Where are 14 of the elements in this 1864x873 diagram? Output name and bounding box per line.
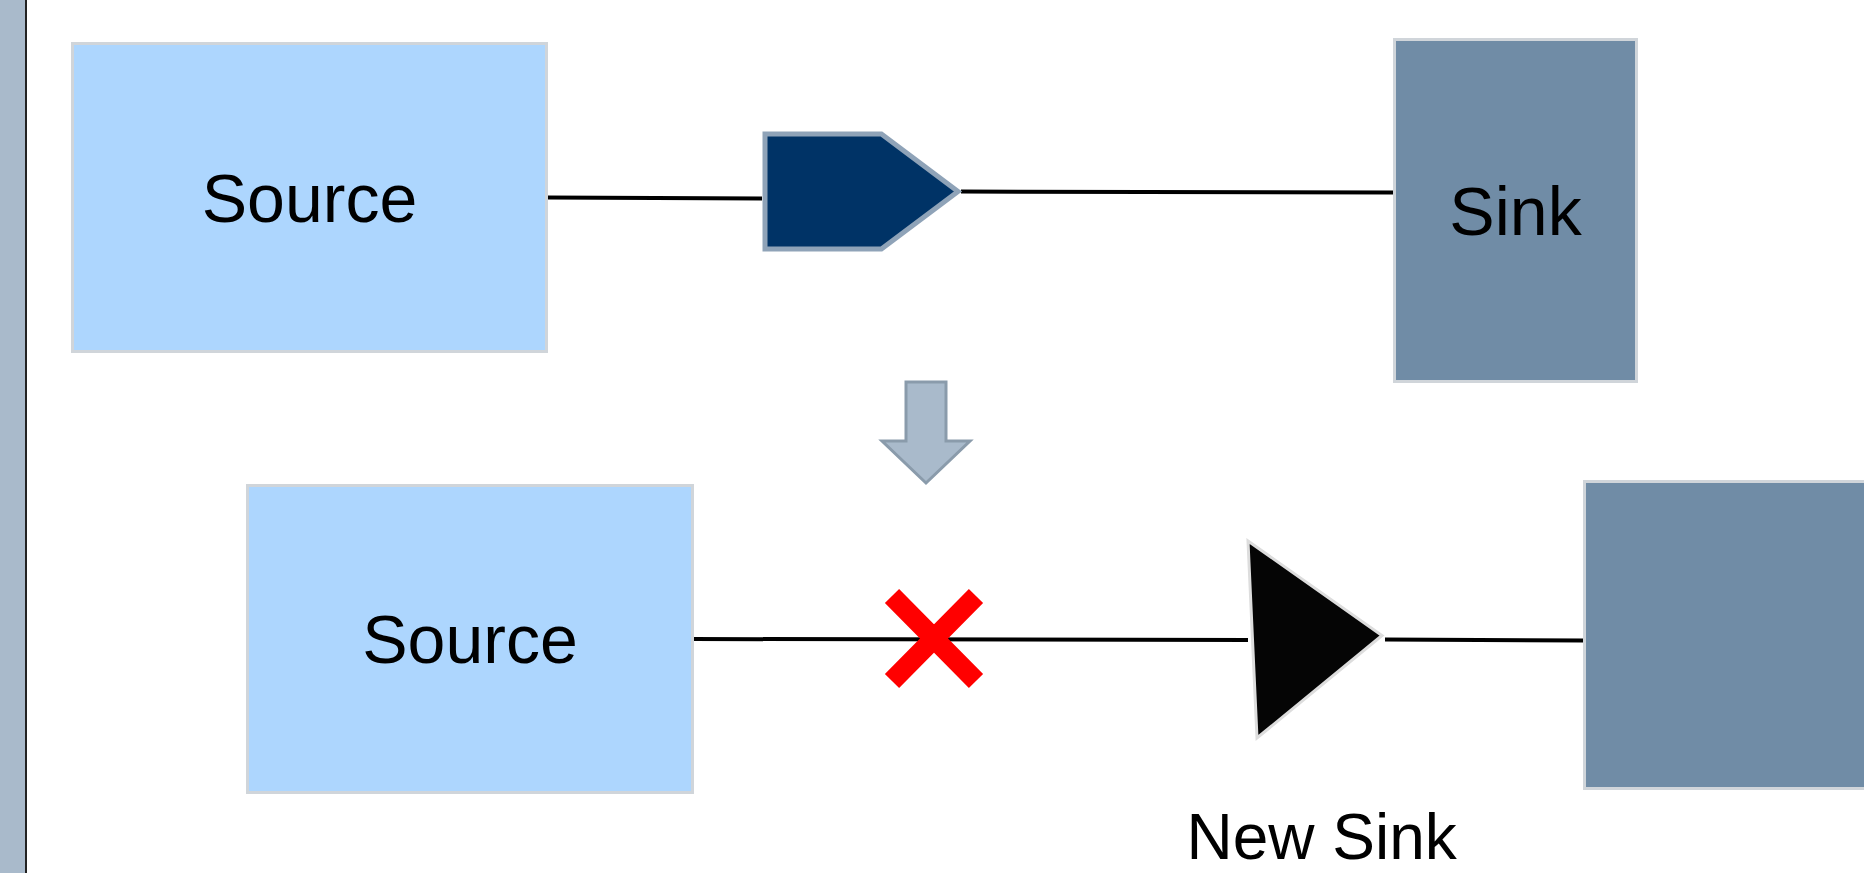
connector-line — [694, 637, 1248, 642]
node-caption: New Sink — [1186, 800, 1457, 873]
connector-line — [548, 195, 762, 201]
node-label: Source — [362, 600, 578, 678]
sink-box — [1393, 38, 1638, 383]
connector-line — [961, 189, 1393, 195]
node-label: Source — [201, 158, 418, 237]
connector-line — [1385, 637, 1583, 643]
source-box — [71, 42, 548, 353]
triangle-shape — [1244, 539, 1385, 740]
node-label: Sink — [1449, 171, 1582, 250]
pentagon-shape — [762, 131, 961, 252]
sink-box — [1583, 480, 1864, 790]
source-box — [246, 484, 694, 794]
